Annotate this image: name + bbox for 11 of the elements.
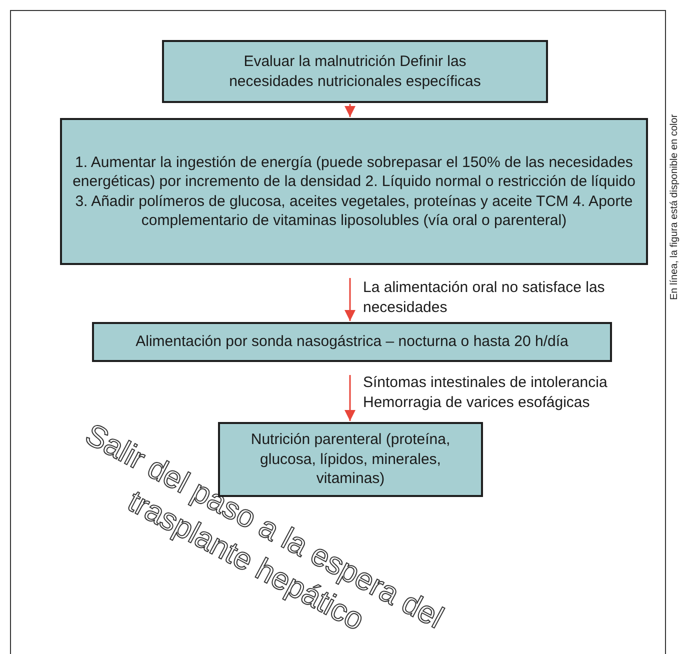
- process-box: [162, 40, 548, 103]
- box-text: Evaluar la malnutrición Definir las necesidades nutricionales específicas: [228, 52, 482, 91]
- arrow: [344, 278, 356, 321]
- box-text: 1. Aumentar la ingestión de energía (puede sobrepasar el 150% de las necesidades energéticas) por incremento de la densidad 2. Líquido normal o restricción de líquido 3. Añadir polímeros de glucosa, aceites vegetales, proteínas y aceite TCM 4. Aporte complementario de vitaminas liposolubles (vía oral o parenteral): [72, 152, 636, 230]
- arrow: [344, 375, 356, 421]
- arrow: [344, 104, 356, 117]
- process-box: [60, 118, 648, 265]
- box-text: Nutrición parenteral (proteína, glucosa, lípidos, minerales, vitaminas): [250, 430, 450, 488]
- box-text: Alimentación por sonda nasogástrica – nocturna o hasta 20 h/día: [136, 332, 568, 352]
- side-note: En línea, la figura está disponible en color: [669, 114, 681, 300]
- process-box: [92, 322, 612, 362]
